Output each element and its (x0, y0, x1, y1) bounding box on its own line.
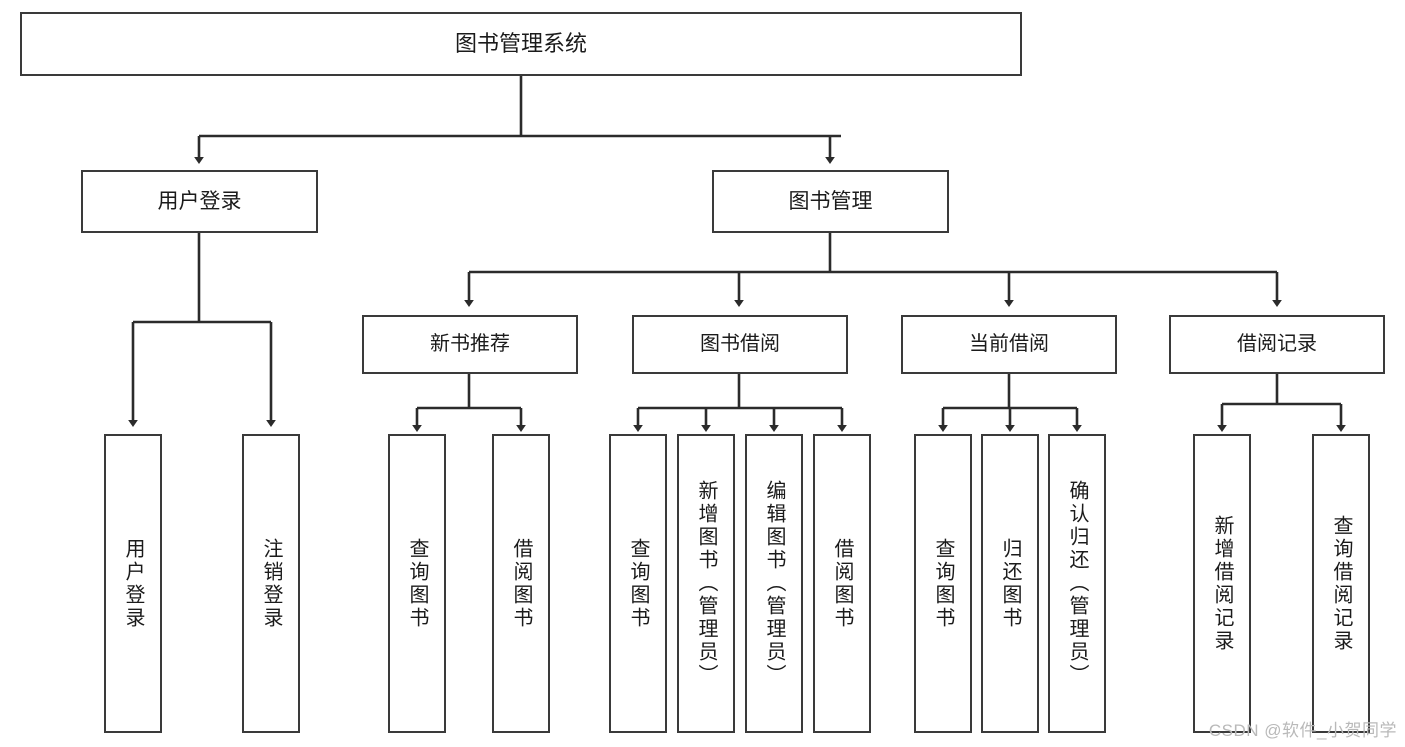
node-label: 查询图书 (627, 537, 649, 630)
node-label: 用户登录 (157, 189, 242, 213)
node-leaf-query-book-current[interactable]: 查询图书 (914, 434, 972, 733)
node-label: 用户登录 (122, 537, 144, 630)
node-label: 确认归还（管理员） (1066, 480, 1088, 687)
node-label: 归还图书 (999, 537, 1021, 630)
node-label: 图书管理系统 (454, 30, 587, 56)
node-leaf-query-book-recommend[interactable]: 查询图书 (388, 434, 446, 733)
node-leaf-query-borrow-record[interactable]: 查询借阅记录 (1312, 434, 1370, 733)
watermark: CSDN @软件_小贺同学 (1208, 721, 1397, 740)
node-label: 图书管理 (788, 189, 873, 213)
node-leaf-edit-book-admin[interactable]: 编辑图书（管理员） (745, 434, 803, 733)
node-current-borrow[interactable]: 当前借阅 (901, 315, 1117, 374)
node-label: 查询图书 (406, 537, 428, 630)
node-leaf-add-borrow-record[interactable]: 新增借阅记录 (1193, 434, 1251, 733)
node-label: 新增图书（管理员） (695, 480, 717, 687)
node-leaf-return-book[interactable]: 归还图书 (981, 434, 1039, 733)
node-label: 当前借阅 (969, 333, 1049, 356)
node-label: 借阅记录 (1237, 333, 1317, 356)
node-label: 注销登录 (260, 537, 282, 630)
node-label: 查询借阅记录 (1330, 514, 1352, 653)
node-label: 新增借阅记录 (1211, 514, 1233, 653)
node-book-borrow[interactable]: 图书借阅 (632, 315, 848, 374)
node-leaf-confirm-return-admin[interactable]: 确认归还（管理员） (1048, 434, 1106, 733)
node-borrow-record[interactable]: 借阅记录 (1169, 315, 1385, 374)
node-label: 编辑图书（管理员） (763, 480, 785, 687)
node-leaf-user-login[interactable]: 用户登录 (104, 434, 162, 733)
node-leaf-logout-login[interactable]: 注销登录 (242, 434, 300, 733)
node-label: 查询图书 (932, 537, 954, 630)
node-label: 新书推荐 (430, 333, 510, 356)
node-root-book-management-system[interactable]: 图书管理系统 (20, 12, 1022, 76)
node-leaf-borrow-book-recommend[interactable]: 借阅图书 (492, 434, 550, 733)
node-leaf-query-book-borrow[interactable]: 查询图书 (609, 434, 667, 733)
node-book-management[interactable]: 图书管理 (712, 170, 949, 233)
node-label: 借阅图书 (510, 537, 532, 630)
node-new-book-recommend[interactable]: 新书推荐 (362, 315, 578, 374)
node-user-login[interactable]: 用户登录 (81, 170, 318, 233)
node-leaf-add-book-admin[interactable]: 新增图书（管理员） (677, 434, 735, 733)
node-leaf-borrow-book-borrow[interactable]: 借阅图书 (813, 434, 871, 733)
node-label: 借阅图书 (831, 537, 853, 630)
node-label: 图书借阅 (700, 333, 780, 356)
